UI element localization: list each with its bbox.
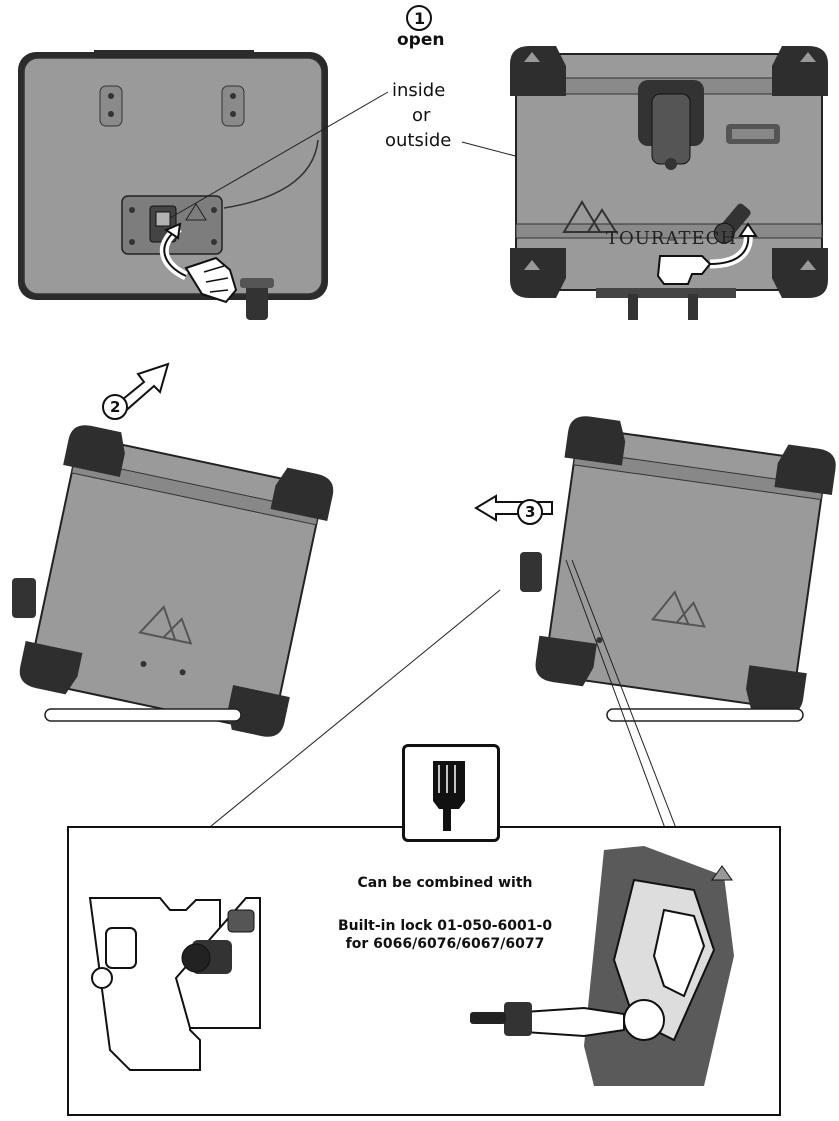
callout-or: or xyxy=(412,105,431,126)
rail-left xyxy=(44,708,242,722)
note-heading: Can be combined with xyxy=(357,875,533,891)
step-1-circle-icon xyxy=(406,5,432,31)
step-3-circle-icon xyxy=(517,499,543,525)
pointing-hand-icon xyxy=(433,761,465,831)
step-2-number: 2 xyxy=(110,398,121,416)
callout-inside: inside xyxy=(392,80,446,101)
case-outside-view xyxy=(510,46,828,320)
note-lock-line2: for 6066/6076/6067/6077 xyxy=(345,936,545,952)
case-tilted-slide xyxy=(520,416,836,715)
step-2-marker: 2 xyxy=(101,393,129,421)
step-1-number: 1 xyxy=(414,9,426,28)
rail-right xyxy=(606,708,804,722)
brand-wordmark: TOURATECH xyxy=(606,228,738,249)
pointing-hand-badge xyxy=(402,744,500,842)
step-2-circle-icon xyxy=(102,394,128,420)
note-lock-line1: Built-in lock 01-050-6001-0 xyxy=(337,918,553,934)
case-inside-view xyxy=(18,50,328,320)
step-1-label: open xyxy=(397,30,445,50)
callout-outside: outside xyxy=(385,130,452,151)
step-3-number: 3 xyxy=(525,503,536,521)
mount-lock-detail xyxy=(470,846,734,1086)
step-3-marker: 3 xyxy=(516,498,544,526)
case-tilted-lift xyxy=(12,425,334,737)
step-1-marker: 1 xyxy=(404,4,434,32)
lock-insert-detail xyxy=(88,897,261,1071)
